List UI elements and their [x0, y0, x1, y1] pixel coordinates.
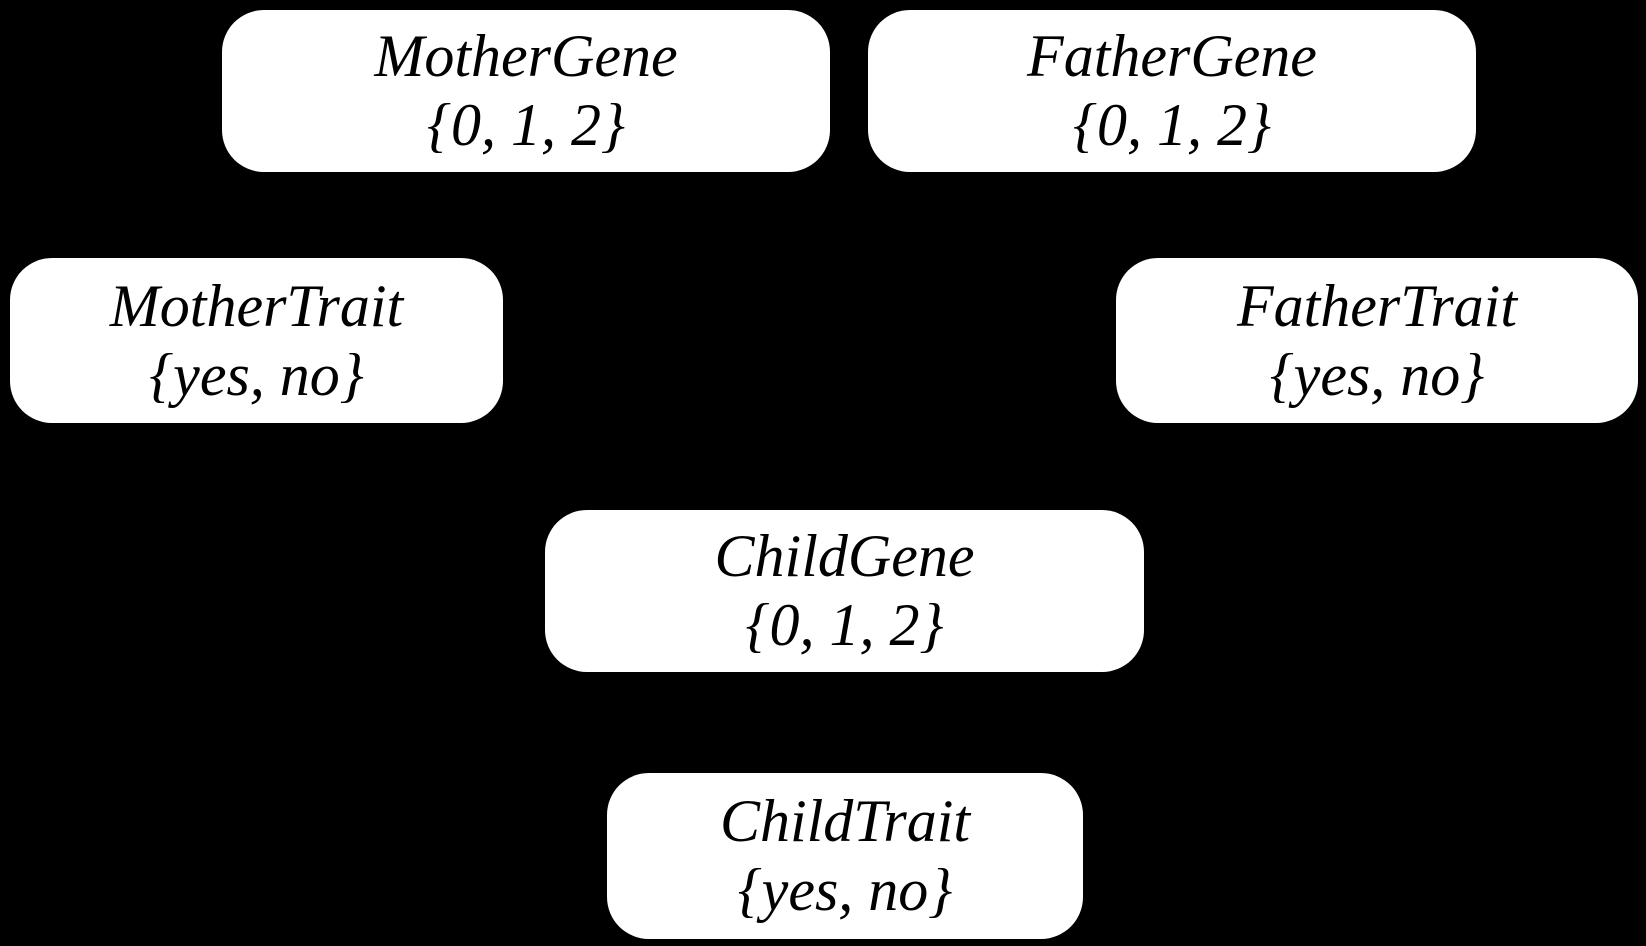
node-father-trait: FatherTrait {yes, no} — [1116, 258, 1638, 423]
node-domain: {0, 1, 2} — [745, 592, 944, 658]
node-child-trait: ChildTrait {yes, no} — [607, 773, 1083, 939]
node-domain: {yes, no} — [1269, 341, 1485, 408]
node-label: ChildGene — [714, 523, 975, 589]
node-label: FatherTrait — [1236, 272, 1518, 339]
node-mother-gene: MotherGene {0, 1, 2} — [222, 10, 830, 172]
node-domain: {0, 1, 2} — [1073, 92, 1271, 158]
node-label: MotherTrait — [109, 272, 404, 339]
node-label: ChildTrait — [719, 788, 971, 854]
node-label: MotherGene — [374, 23, 678, 89]
node-label: FatherGene — [1027, 23, 1317, 89]
node-father-gene: FatherGene {0, 1, 2} — [868, 10, 1476, 172]
node-domain: {0, 1, 2} — [427, 92, 625, 158]
node-domain: {yes, no} — [737, 857, 953, 923]
node-mother-trait: MotherTrait {yes, no} — [10, 258, 503, 423]
node-child-gene: ChildGene {0, 1, 2} — [545, 510, 1144, 672]
node-domain: {yes, no} — [149, 341, 364, 408]
